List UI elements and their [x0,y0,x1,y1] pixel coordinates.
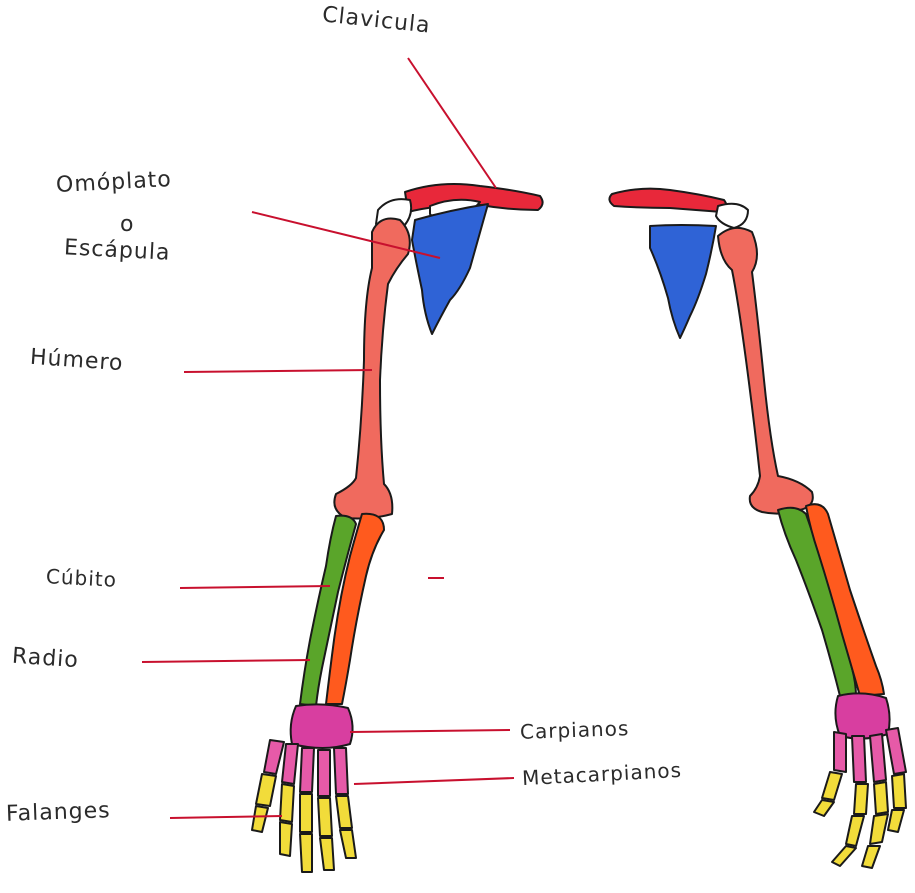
right-phalanges [814,772,906,868]
left-metacarpals [264,740,348,796]
right-shoulder-joint [716,204,748,228]
label-omoplato-o: o [120,212,134,237]
leader-metacarpianos [354,778,514,784]
leader-carpianos [350,730,510,732]
left-humerus [334,219,409,519]
right-carpals [835,693,889,738]
right-metacarpals [834,728,906,782]
left-scapula [412,204,488,334]
left-carpals [291,704,353,748]
leader-radio [142,660,310,662]
label-falanges: Falanges [6,798,111,827]
label-cubito: Cúbito [45,564,117,592]
leader-cubito [180,586,330,588]
right-humerus [718,228,813,514]
label-carpianos: Carpianos [520,716,630,744]
leader-clavicula [408,58,496,188]
label-radio: Radio [11,644,79,674]
right-scapula [650,225,716,338]
leader-humero [184,370,372,372]
right-clavicle [609,189,726,212]
